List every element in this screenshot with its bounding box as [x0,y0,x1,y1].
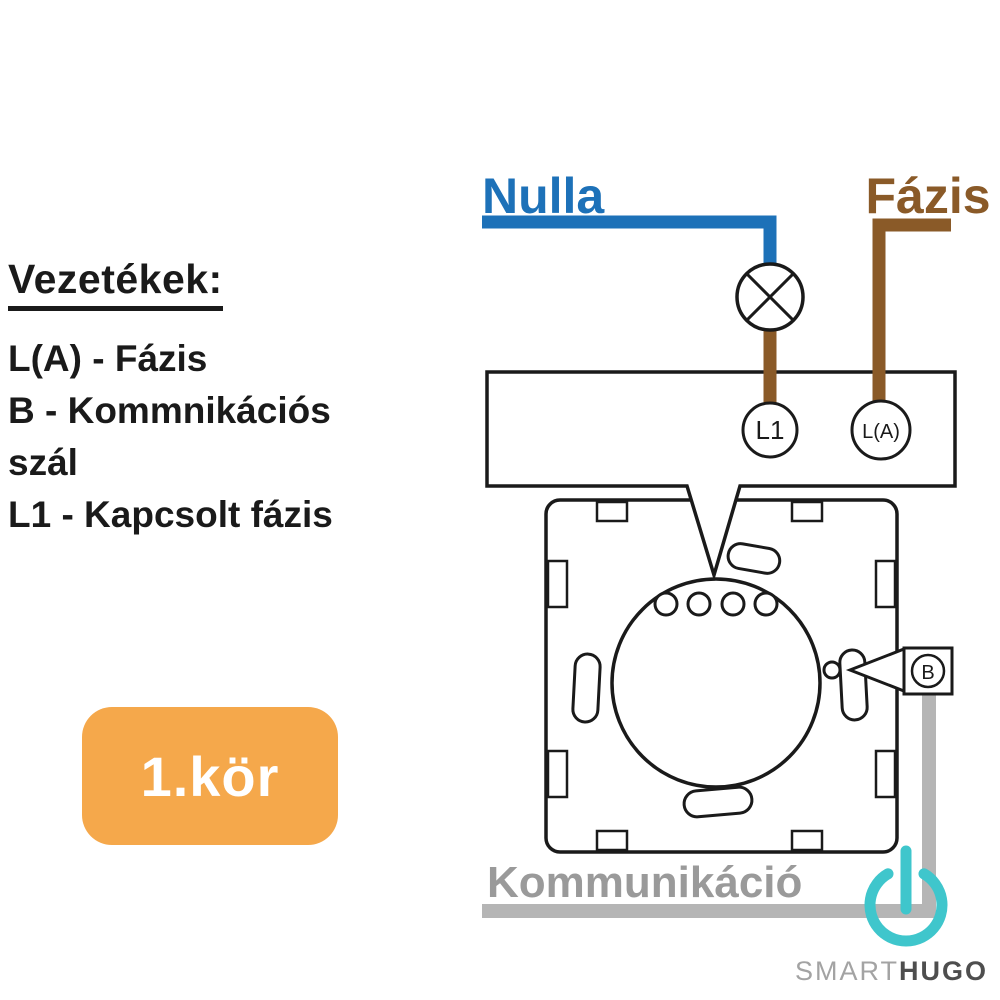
terminal-screw-2 [686,591,712,617]
smarthugo-wordmark: SMARTHUGO [795,956,988,987]
mount-tab-top-right [790,500,824,523]
nulla-wire [482,215,777,263]
logo-hugo-text: HUGO [899,956,988,986]
circuit-badge-label: 1.kör [140,744,280,808]
mount-tab-bottom-left [595,829,629,852]
legend-line-b-wrap: szál [8,442,78,483]
terminal-l1-circle [741,401,799,459]
legend-line-b: B - Kommnikációs [8,390,331,431]
fazis-wire [872,218,951,402]
terminal-la-circle [850,399,912,461]
lamp-cross-line-2 [745,272,795,322]
terminal-l1-label: L1 [756,415,785,445]
terminal-screw-1 [653,591,679,617]
lamp-symbol [735,262,805,332]
smarthugo-logo-icon [864,845,948,947]
circuit-badge: 1.kör [82,707,338,845]
slot-top [726,542,782,575]
legend-line-l1: L1 - Kapcsolt fázis [8,494,333,535]
terminal-block [485,370,957,582]
kommunikacio-label: Kommunikáció [487,858,802,907]
mount-tab-right-upper [874,559,897,609]
fazis-label: Fázis [865,168,990,224]
terminal-b-label: B [921,662,934,684]
terminal-la-label: L(A) [862,421,900,443]
side-screw [822,660,842,680]
mount-tab-left-upper [546,559,569,609]
slot-right [838,648,869,722]
mount-tab-right-lower [874,749,897,799]
legend-line-la: L(A) - Fázis [8,338,208,379]
switch-mechanism-circle [610,577,822,789]
terminal-screw-4 [753,591,779,617]
mount-tab-bottom-right [790,829,824,852]
slot-left [571,652,602,724]
power-icon-arc [864,868,948,947]
nulla-label: Nulla [482,168,605,224]
legend-title: Vezetékek: [8,256,223,311]
terminal-screw-3 [720,591,746,617]
legend: Vezetékek: L(A) - Fázis B - Kommnikációs… [8,256,448,541]
b-terminal-circle [910,653,946,689]
mount-tab-top-left [595,500,629,523]
kommunikacio-wire [482,689,936,918]
mount-tab-left-lower [546,749,569,799]
logo-smart-text: SMART [794,956,899,986]
slot-bottom [682,785,754,819]
switch-module [544,498,899,854]
